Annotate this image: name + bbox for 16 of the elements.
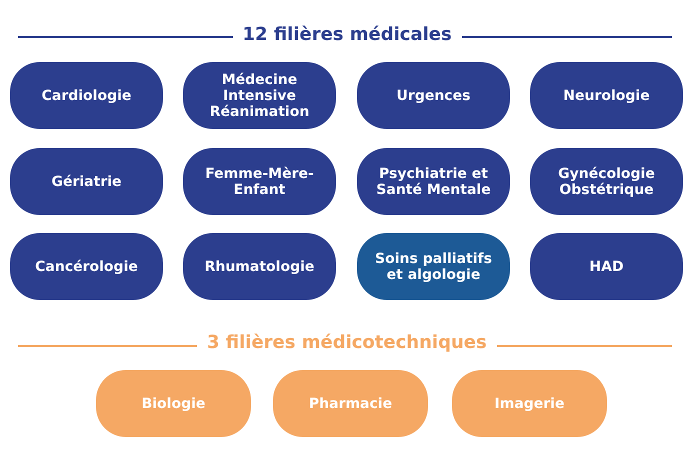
- specialty-pill: Médecine Intensive Réanimation: [183, 62, 336, 129]
- specialty-pill: Cancérologie: [10, 233, 163, 300]
- specialty-pill: Neurologie: [530, 62, 683, 129]
- specialty-pill: Pharmacie: [273, 370, 428, 437]
- specialty-pill: Femme-Mère-Enfant: [183, 148, 336, 215]
- specialty-pill: Imagerie: [452, 370, 607, 437]
- specialty-pill: Biologie: [96, 370, 251, 437]
- specialty-pill: Gériatrie: [10, 148, 163, 215]
- section-heading: 3 filières médicotechniques: [197, 332, 497, 353]
- specialty-pill: Cardiologie: [10, 62, 163, 129]
- specialty-pill: Soins palliatifs et algologie: [357, 233, 510, 300]
- specialty-pill: Rhumatologie: [183, 233, 336, 300]
- specialty-pill: Gynécologie Obstétrique: [530, 148, 683, 215]
- specialty-pill: Urgences: [357, 62, 510, 129]
- specialty-pill: Psychiatrie et Santé Mentale: [357, 148, 510, 215]
- specialty-pill: HAD: [530, 233, 683, 300]
